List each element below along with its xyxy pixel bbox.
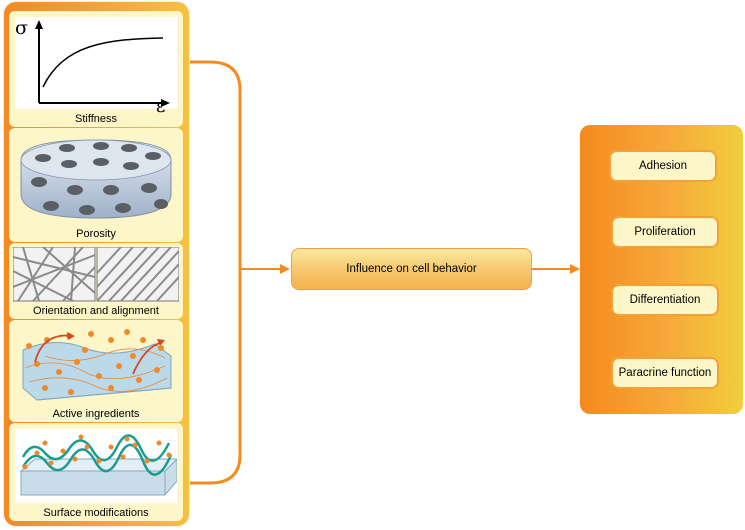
surface-modifications-label: Surface modifications [43, 507, 149, 519]
cell-behavior-panel: Adhesion Proliferation Differentiation P… [580, 125, 743, 414]
active-ingredients-card: Active ingredients [9, 320, 183, 422]
active-ingredients-illustration [15, 326, 177, 404]
strain-symbol: ε [156, 96, 166, 117]
porosity-label: Porosity [76, 228, 116, 240]
orientation-card: Orientation and alignment [9, 243, 183, 319]
arrow-to-center-head [280, 264, 290, 274]
surface-modification-illustration [15, 429, 179, 503]
stress-symbol: σ [15, 17, 28, 39]
influence-box: Influence on cell behavior [291, 248, 532, 290]
outcome-paracrine-function: Paracrine function [611, 357, 719, 389]
porosity-card: Porosity [9, 128, 183, 242]
outcome-adhesion: Adhesion [609, 150, 717, 182]
stress-strain-graph: σ ε [15, 17, 177, 117]
stiffness-card: σ ε Stiffness [9, 11, 183, 127]
bracket-line [190, 60, 242, 485]
porous-scaffold-illustration [15, 134, 177, 224]
arrow-to-outcomes-head [570, 264, 580, 274]
surface-modifications-card: Surface modifications [9, 423, 183, 521]
stiffness-label: Stiffness [75, 113, 117, 125]
fiber-alignment-illustration [12, 246, 180, 303]
orientation-label: Orientation and alignment [33, 305, 159, 317]
scaffold-properties-panel: σ ε Stiffness [4, 2, 189, 526]
active-ingredients-label: Active ingredients [52, 408, 140, 420]
outcome-proliferation: Proliferation [611, 216, 719, 248]
outcome-differentiation: Differentiation [611, 284, 719, 316]
